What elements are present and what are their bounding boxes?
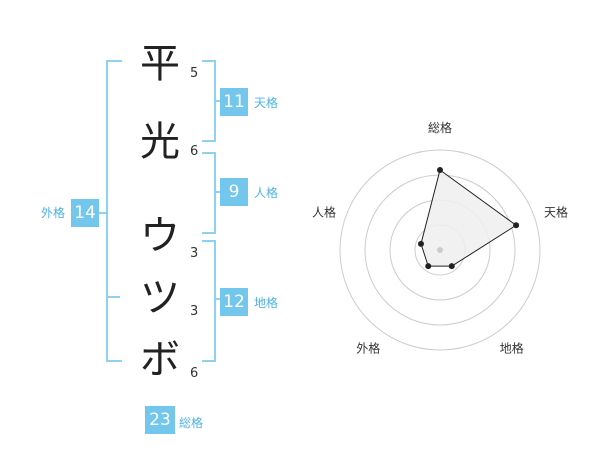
radar-point-1 [437,167,443,173]
radar-axis-label-1: 総格 [428,120,452,135]
name-char-3: ウ [140,213,180,259]
jinkaku-tick [214,191,222,193]
radar-center-dot [437,247,443,253]
soukaku-badge: 23 [145,406,175,434]
name-char-1: 平 [140,41,180,87]
gaikaku-bracket-divider [106,296,120,298]
stroke-count-3: 3 [190,246,199,261]
radar-point-5 [417,240,424,247]
radar-point-2 [513,222,520,229]
stroke-count-4: 3 [190,304,199,319]
radar-point-4 [425,263,432,270]
gaikaku-bracket [106,60,122,362]
radar-ring [339,149,541,351]
name-char-5: ボ [140,337,180,383]
tenkaku-badge: 11 [220,88,248,116]
stroke-count-2: 6 [190,144,199,159]
stroke-count-1: 5 [190,66,199,81]
radar-axis-label-2: 天格 [544,204,568,219]
stroke-count-5: 6 [190,366,199,381]
tenkaku-label: 天格 [254,96,279,110]
gaikaku-badge: 14 [71,199,99,227]
radar-axis-label-3: 地格 [500,341,524,356]
chikaku-tick [214,298,222,300]
tenkaku-tick [214,100,222,102]
chikaku-label: 地格 [254,296,279,310]
soukaku-label: 総格 [179,416,204,430]
name-char-4: ツ [140,275,180,321]
radar-point-3 [448,263,455,270]
name-char-2: 光 [140,119,180,165]
chikaku-bracket [202,240,216,362]
gaikaku-label: 外格 [41,206,66,220]
gaikaku-bracket-tick [98,212,108,214]
jinkaku-label: 人格 [254,186,279,200]
radar-axis-label-4: 外格 [356,341,380,356]
jinkaku-badge: 9 [220,178,248,206]
radar-value-polygon [420,169,517,267]
jinkaku-bracket [202,152,216,234]
radar-axis-label-5: 人格 [312,204,336,219]
chikaku-badge: 12 [220,288,248,316]
